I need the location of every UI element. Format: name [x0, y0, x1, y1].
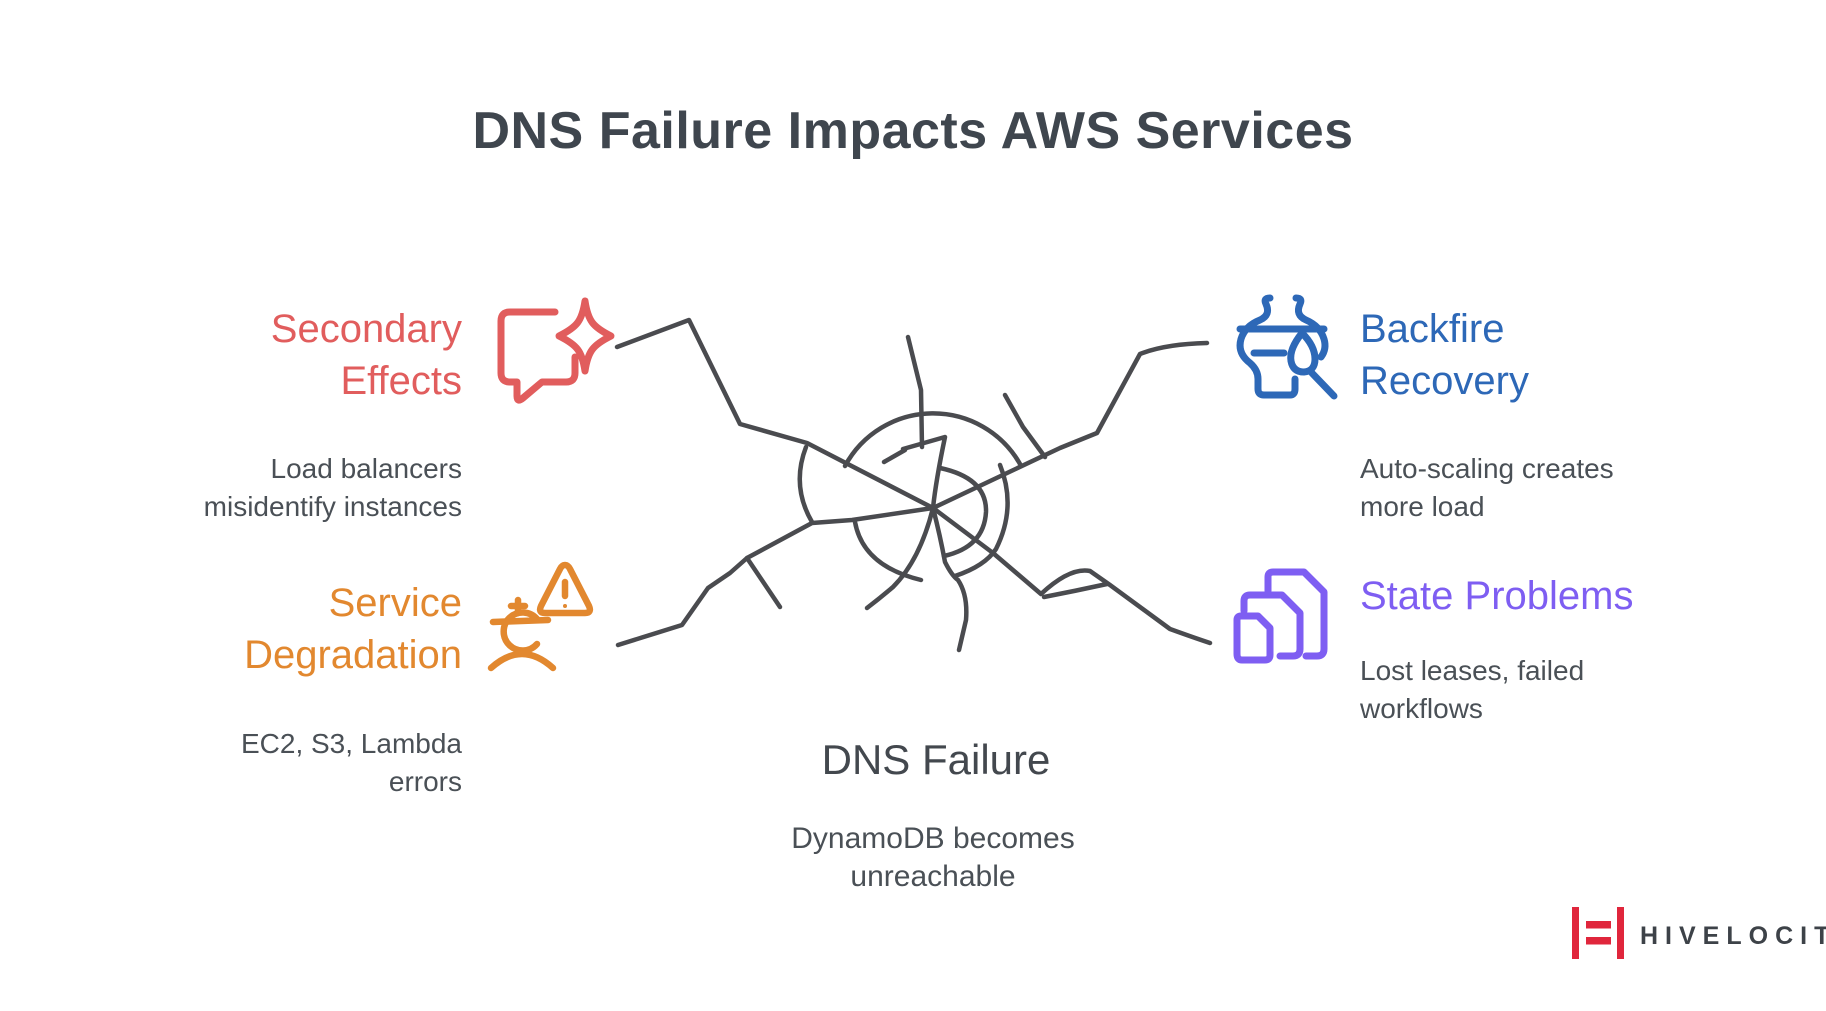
web-leg-bottom-left: [615, 505, 936, 648]
hivelocity-logo-icon: [1572, 907, 1624, 959]
node-desc-backfire-recovery: Auto-scaling creates more load: [1360, 453, 1614, 522]
node-label-backfire-recovery: Backfire Recovery: [1360, 307, 1529, 403]
node-label-state-problems: State Problems: [1360, 574, 1634, 618]
user-warning-icon: [487, 561, 594, 672]
node-desc-secondary-effects: Load balancers misidentify instances: [203, 453, 462, 522]
stacked-files-icon: [1233, 568, 1328, 664]
brand-wordmark: HIVELOCITY: [1640, 922, 1826, 950]
node-desc-state-problems: Lost leases, failed workflows: [1360, 655, 1585, 724]
web-leg-top-right: [930, 340, 1210, 511]
node-label-service-degradation: Service Degradation: [244, 581, 462, 677]
dns-failure-web-graphic: [614, 317, 1213, 653]
node-label-secondary-effects: Secondary Effects: [270, 307, 462, 403]
center-heading: DNS Failure: [821, 736, 1051, 783]
web-leg-bottom-right: [930, 505, 1213, 646]
web-leg-top-left: [614, 317, 936, 511]
center-description: DynamoDB becomes unreachable: [791, 822, 1075, 893]
node-desc-service-degradation: EC2, S3, Lambda errors: [240, 728, 462, 797]
chat-sparkle-icon: [497, 297, 615, 404]
page-title: DNS Failure Impacts AWS Services: [472, 102, 1354, 160]
vase-repair-icon: [1236, 294, 1338, 400]
